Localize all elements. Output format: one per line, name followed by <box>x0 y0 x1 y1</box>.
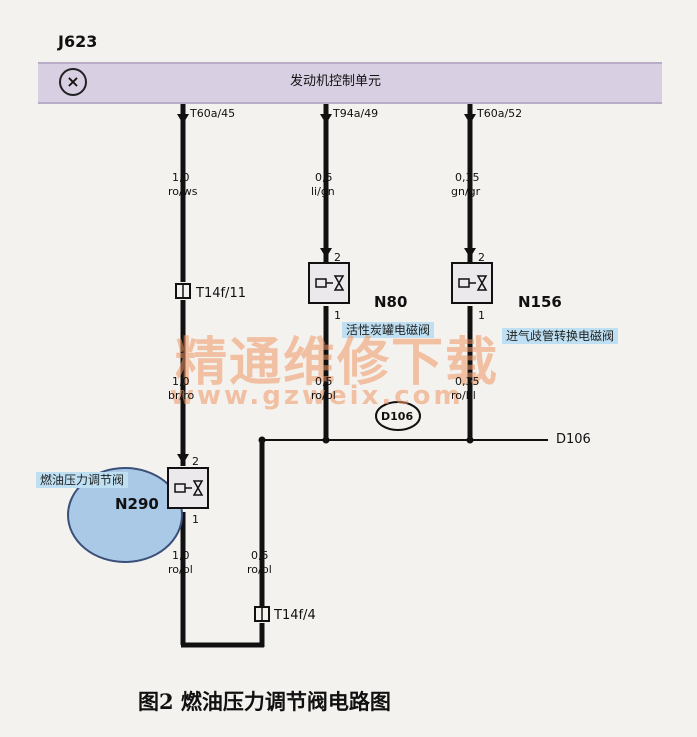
splice-point-3 <box>466 436 474 444</box>
n290-note: 燃油压力调节阀 <box>36 472 129 488</box>
watermark-url: www.gzweix.com <box>170 381 464 411</box>
n290-valve-symbol <box>167 467 209 509</box>
connector-t14f-4-label: T14f/4 <box>274 608 316 623</box>
wire-2-bottom-color: ro/bl <box>311 389 336 402</box>
wire-3-bottom-gauge: 0,35 <box>455 375 480 388</box>
splice-d106-ring <box>375 401 421 431</box>
ground-bus-label: D106 <box>556 432 591 447</box>
n156-id: N156 <box>518 293 562 311</box>
pin-label-1: T60a/45 <box>190 107 236 120</box>
engine-control-icon: ⨯ <box>59 68 87 96</box>
wire-1-top-color: ro/ws <box>168 185 198 198</box>
comp-arrow-n290 <box>177 454 189 464</box>
pin-label-3: T60a/52 <box>477 107 523 120</box>
wire-2-bottom-gauge: 0,5 <box>315 375 333 388</box>
ecu-id: J623 <box>58 32 98 51</box>
n290-highlight <box>67 467 183 563</box>
connector-t14f-11-label: T14f/11 <box>196 286 246 301</box>
wire-1-bottom-color: ro/bl <box>168 563 193 576</box>
wire-3-bottom-color: ro/bl <box>451 389 476 402</box>
pin-label-2: T94a/49 <box>333 107 379 120</box>
wire-1-mid-color: br/ro <box>168 389 195 402</box>
ecu-title: 发动机控制单元 <box>290 74 382 89</box>
splice-point-1 <box>258 436 266 444</box>
splice-point-2 <box>322 436 330 444</box>
wire-3-top-color: gn/gr <box>451 185 481 198</box>
n156-valve-symbol <box>451 262 493 304</box>
figure-caption: 图2 燃油压力调节阀电路图 <box>138 689 391 714</box>
comp-arrow-n80 <box>320 248 332 258</box>
connector-t14f-4-symbol <box>254 606 270 622</box>
wire-4-color: ro/bl <box>247 563 272 576</box>
wire-1-bottom-gauge: 1,0 <box>172 549 190 562</box>
wire-1-mid-gauge: 1,0 <box>172 375 190 388</box>
n80-valve-symbol <box>308 262 350 304</box>
n156-pin-bottom: 1 <box>478 309 485 322</box>
wire-2-top-gauge: 0,5 <box>315 171 333 184</box>
comp-arrow-n156 <box>464 248 476 258</box>
n156-pin-top: 2 <box>478 251 485 264</box>
wire-2-top-color: li/gn <box>311 185 335 198</box>
pin-arrow-2 <box>320 114 332 124</box>
n80-pin-top: 2 <box>334 251 341 264</box>
pin-arrow-1 <box>177 114 189 124</box>
n290-pin-top: 2 <box>192 455 199 468</box>
wire-3-top-gauge: 0,35 <box>455 171 480 184</box>
watermark-text: 精通维修下载 <box>175 333 500 393</box>
n80-id: N80 <box>374 293 408 311</box>
n290-id: N290 <box>115 495 159 513</box>
pin-arrow-3 <box>464 114 476 124</box>
wire-1-top-gauge: 1,0 <box>172 171 190 184</box>
splice-d106-label: D106 <box>381 410 414 423</box>
connector-t14f-11-symbol <box>175 283 191 299</box>
n80-note: 活性炭罐电磁阀 <box>342 322 435 338</box>
n290-pin-bottom: 1 <box>192 513 199 526</box>
n80-pin-bottom: 1 <box>334 309 341 322</box>
ecu-bar <box>38 62 662 104</box>
n156-note: 进气歧管转换电磁阀 <box>502 328 619 344</box>
wire-4-gauge: 0,5 <box>251 549 269 562</box>
